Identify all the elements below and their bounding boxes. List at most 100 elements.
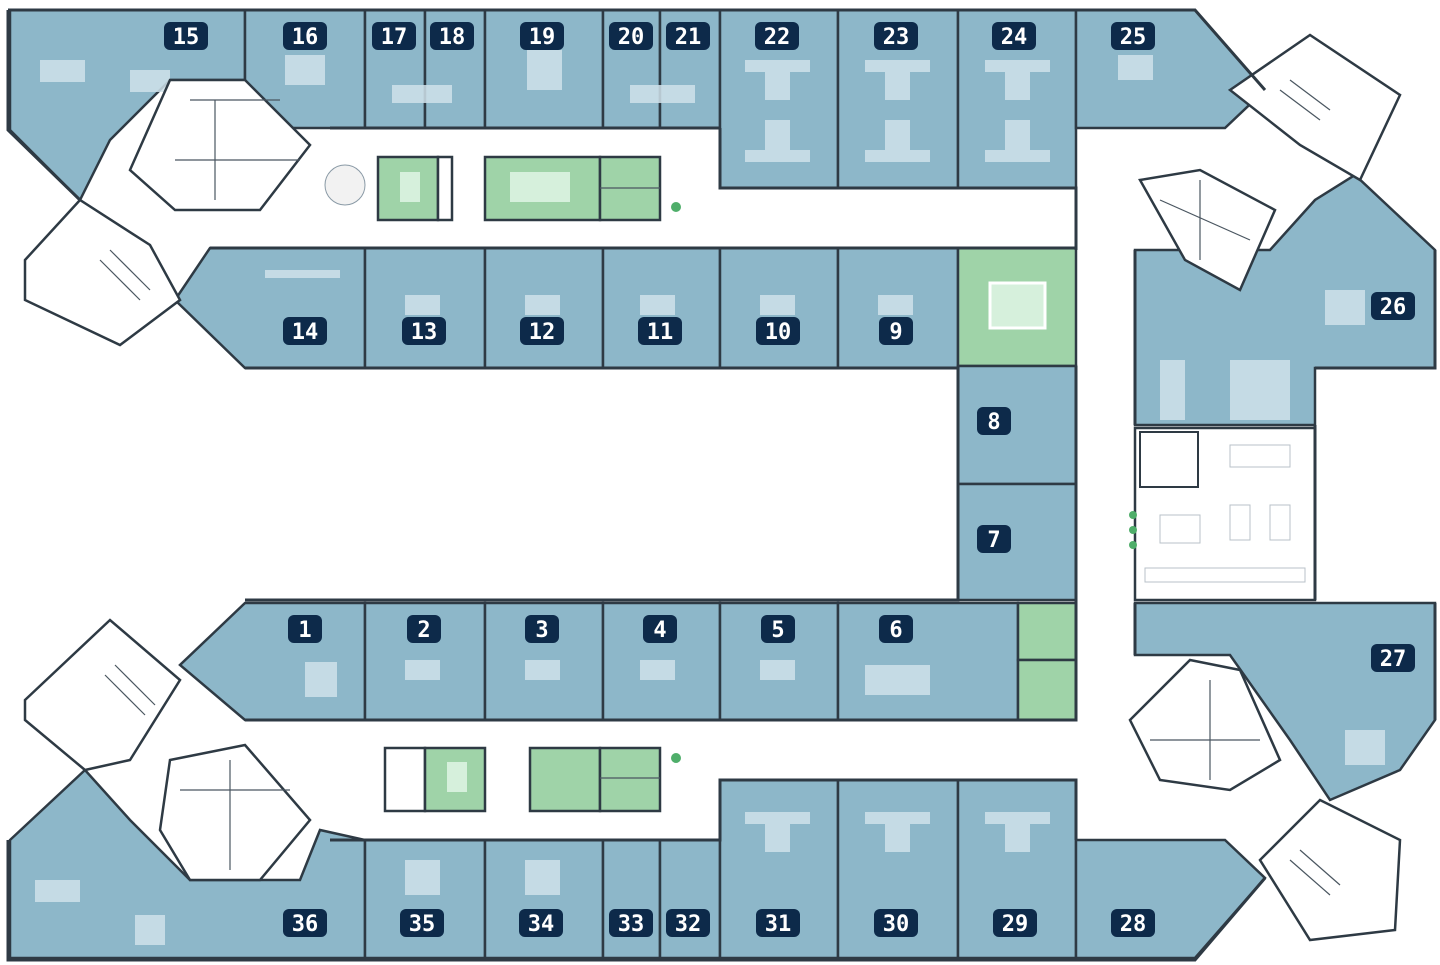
badge-10[interactable]: 10 [756,317,800,345]
badge-12[interactable]: 12 [520,317,564,345]
svg-text:5: 5 [771,618,784,643]
svg-text:3: 3 [535,618,548,643]
room-28[interactable] [1074,838,1267,960]
svg-text:30: 30 [883,912,910,937]
badge-18[interactable]: 18 [430,22,474,50]
badge-24[interactable]: 24 [992,22,1036,50]
svg-text:35: 35 [409,912,436,937]
svg-text:33: 33 [618,912,645,937]
svg-text:1: 1 [298,618,311,643]
svg-text:34: 34 [528,912,555,937]
cores [23,33,1402,942]
svg-text:13: 13 [411,320,438,345]
room-8[interactable] [956,364,1078,486]
stair-top-right [1227,33,1402,182]
badge-8[interactable]: 8 [977,407,1011,435]
right-side [1129,173,1437,802]
badge-22[interactable]: 22 [755,22,799,50]
meeting-room-small-a[interactable] [1016,601,1078,662]
room-33[interactable] [601,838,662,960]
svg-text:19: 19 [529,25,556,50]
badge-36[interactable]: 36 [283,909,327,937]
meeting-room-bottom-c[interactable] [598,746,662,813]
badge-31[interactable]: 31 [756,909,800,937]
badge-33[interactable]: 33 [609,909,653,937]
badge-6[interactable]: 6 [879,615,913,643]
outer-walls [6,8,1437,962]
svg-text:36: 36 [292,912,319,937]
badge-23[interactable]: 23 [874,22,918,50]
meeting-room-small-b[interactable] [1016,658,1078,722]
svg-text:31: 31 [765,912,792,937]
core-top-right [1138,168,1277,292]
core-bottom-right [1128,658,1282,792]
svg-text:12: 12 [529,320,556,345]
badge-19[interactable]: 19 [520,22,564,50]
badge-13[interactable]: 13 [402,317,446,345]
badge-15[interactable]: 15 [164,22,208,50]
svg-text:25: 25 [1120,25,1147,50]
stair-bottom-right [1258,798,1402,942]
svg-text:28: 28 [1120,912,1147,937]
middle-row [173,246,1078,370]
badge-30[interactable]: 30 [874,909,918,937]
room-32[interactable] [658,838,722,960]
svg-text:16: 16 [292,25,319,50]
badge-26[interactable]: 26 [1371,292,1415,320]
room-14[interactable] [173,246,367,370]
svg-text:18: 18 [439,25,466,50]
badge-32[interactable]: 32 [666,909,710,937]
svg-text:6: 6 [889,618,902,643]
badge-21[interactable]: 21 [666,22,710,50]
badge-9[interactable]: 9 [879,317,913,345]
badge-27[interactable]: 27 [1371,644,1415,672]
meeting-room-bottom-b[interactable] [528,746,602,813]
kitchen-lounge [1133,426,1317,602]
svg-text:10: 10 [765,320,792,345]
svg-text:8: 8 [987,410,1000,435]
badge-4[interactable]: 4 [643,615,677,643]
badge-17[interactable]: 17 [372,22,416,50]
stair-top-left [23,198,182,347]
badge-3[interactable]: 3 [525,615,559,643]
core-top-left [128,78,312,212]
badge-5[interactable]: 5 [761,615,795,643]
svg-text:20: 20 [618,25,645,50]
badge-29[interactable]: 29 [993,909,1037,937]
svg-text:27: 27 [1380,647,1407,672]
svg-text:17: 17 [381,25,408,50]
room-25[interactable] [1074,8,1267,130]
svg-text:15: 15 [173,25,200,50]
svg-text:2: 2 [417,618,430,643]
svg-text:14: 14 [292,320,319,345]
svg-text:22: 22 [764,25,791,50]
badge-14[interactable]: 14 [283,317,327,345]
badge-35[interactable]: 35 [400,909,444,937]
stair-bottom-left [23,618,182,772]
room-6[interactable] [836,601,1020,722]
core-bottom-left [158,743,312,882]
room-34[interactable] [483,838,605,960]
svg-text:32: 32 [675,912,702,937]
svg-text:7: 7 [987,528,1000,553]
svg-text:21: 21 [675,25,702,50]
badge-20[interactable]: 20 [609,22,653,50]
svg-text:29: 29 [1002,912,1029,937]
badge-11[interactable]: 11 [638,317,682,345]
room-1[interactable] [178,601,367,722]
room-35[interactable] [363,838,487,960]
badge-2[interactable]: 2 [407,615,441,643]
badge-1[interactable]: 1 [288,615,322,643]
badge-25[interactable]: 25 [1111,22,1155,50]
svg-text:26: 26 [1380,295,1407,320]
svg-text:23: 23 [883,25,910,50]
room-36[interactable] [8,768,367,960]
badge-34[interactable]: 34 [519,909,563,937]
svg-text:11: 11 [647,320,674,345]
badge-7[interactable]: 7 [977,525,1011,553]
svg-text:9: 9 [889,320,902,345]
badge-28[interactable]: 28 [1111,909,1155,937]
room-7[interactable] [956,482,1078,602]
svg-text:4: 4 [653,618,666,643]
badge-16[interactable]: 16 [283,22,327,50]
